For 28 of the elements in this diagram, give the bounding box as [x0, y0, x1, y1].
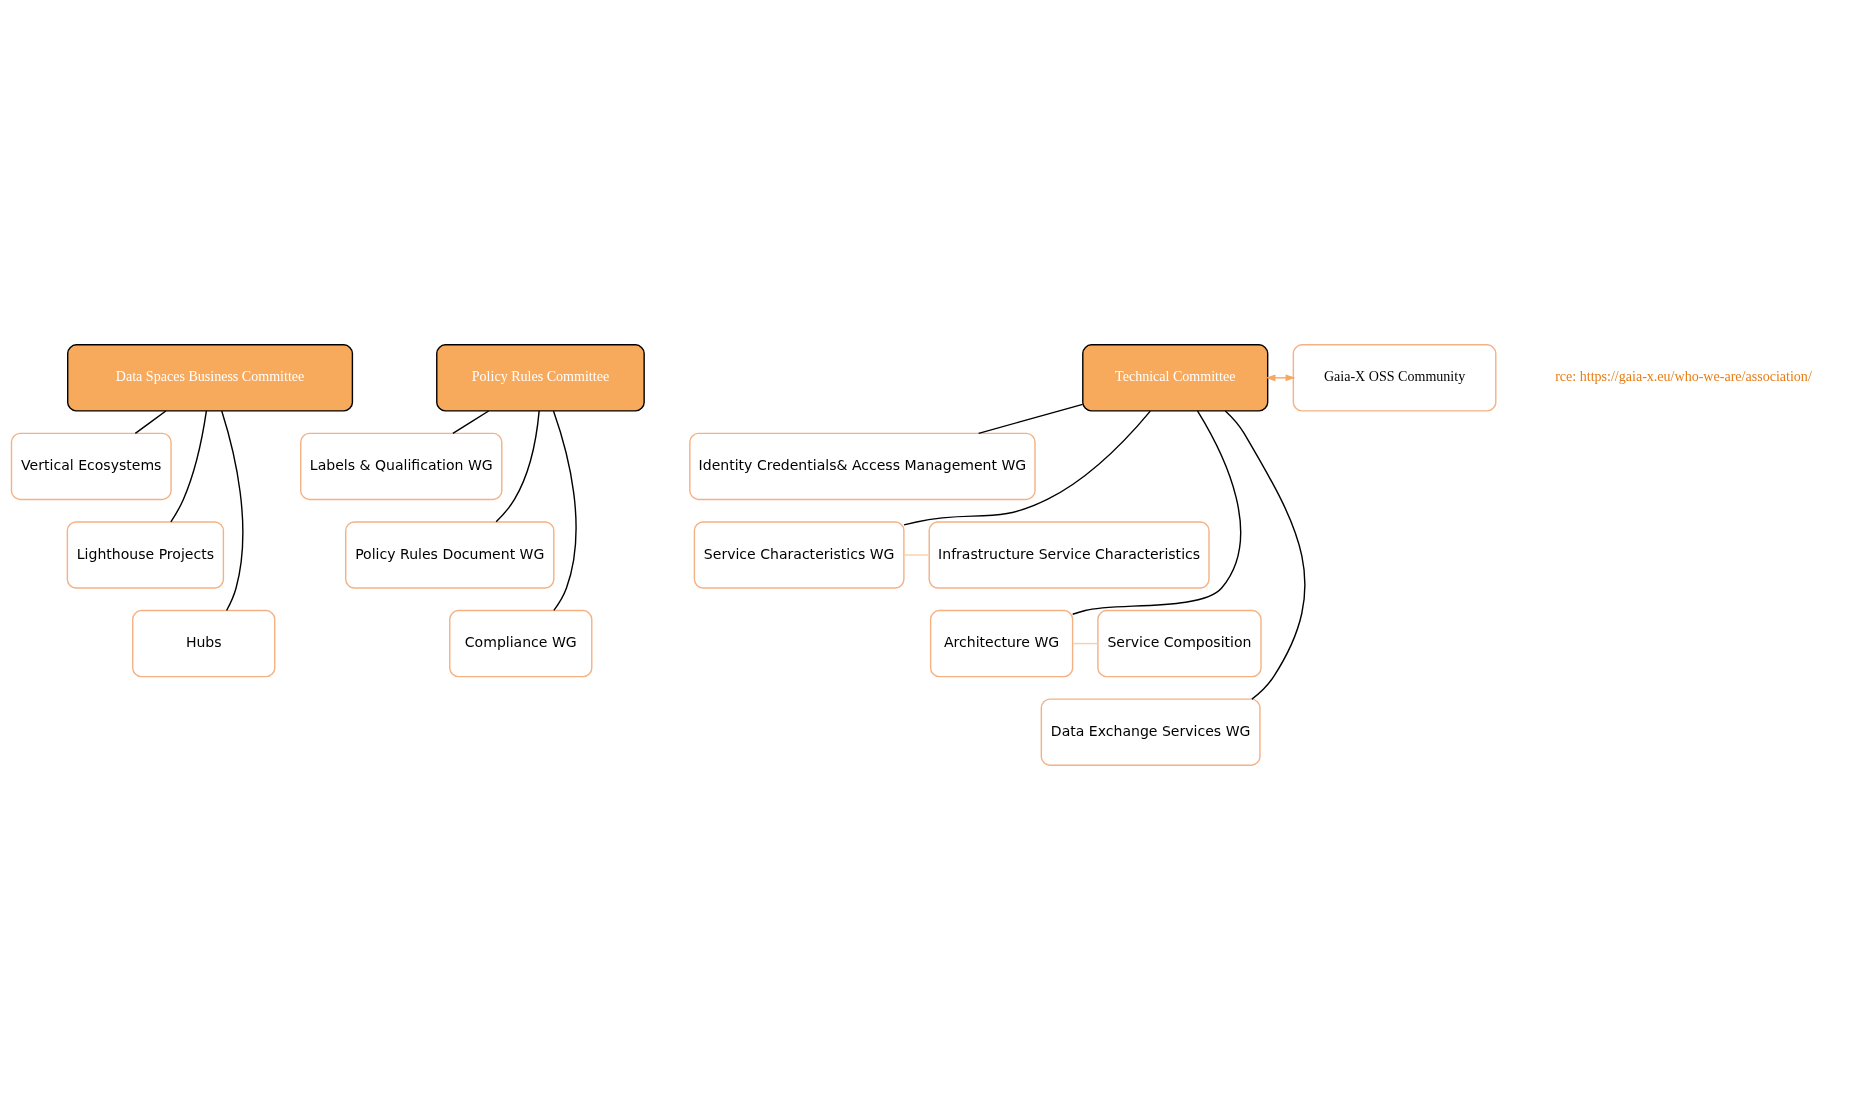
connector [1072, 642, 1099, 644]
connector [903, 553, 930, 556]
node-box: Vertical Ecosystems [10, 432, 172, 500]
node-box: Service Composition [1097, 609, 1262, 677]
connector [1224, 409, 1306, 700]
node-box: Policy Rules Committee [436, 343, 645, 412]
connector [1072, 409, 1242, 615]
node-box: Compliance WG [449, 609, 593, 677]
node-box: Identity Credentials& Access Management WG [689, 432, 1036, 500]
arrow [1265, 373, 1296, 381]
node-box: Data Exchange Services WG [1040, 697, 1261, 766]
node-box: Labels & Qualification WG [300, 432, 503, 500]
connector [495, 409, 540, 522]
node-box: Gaia-X OSS Community [1292, 343, 1497, 412]
node-box: Architecture WG [929, 609, 1074, 677]
connector [221, 409, 244, 611]
connector [977, 403, 1084, 434]
connector [903, 409, 1152, 526]
connector [134, 409, 167, 434]
node-box: Policy Rules Document WG [345, 520, 555, 589]
label: rce: https://gaia-x.eu/who-we-are/association/ [1555, 367, 1812, 384]
node-box: Lighthouse Projects [66, 520, 225, 589]
node-box: Service Characteristics WG [693, 520, 905, 589]
node-box: Technical Committee [1082, 343, 1269, 412]
node-box: Hubs [132, 609, 276, 677]
node-box: Data Spaces Business Committee [67, 343, 354, 412]
node-box: Infrastructure Service Characteristics [928, 520, 1210, 589]
connector [452, 409, 490, 434]
